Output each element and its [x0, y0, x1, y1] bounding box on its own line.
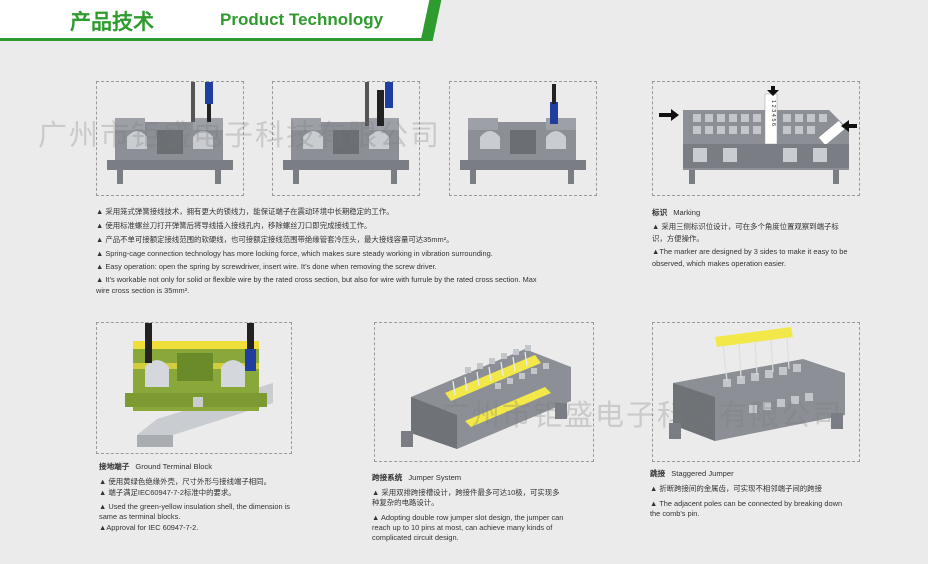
text-line: ▲ The adjacent poles can be connected by… [650, 499, 843, 508]
ground-caption: 接地端子 Ground Terminal Block [99, 461, 212, 472]
text-line: ▲ 采用双排跨接槽设计，跨接件最多可达10极，可实现多 [372, 488, 560, 497]
text-line: same as terminal blocks. [99, 512, 181, 521]
marking-description: ▲ 采用三侧标识位设计，可在多个角度位置观察到端子标 识，方便操作。 ▲The … [652, 222, 882, 269]
title-english: Product Technology [220, 10, 384, 29]
text-line: ▲ Spring-cage connection technology has … [96, 249, 493, 258]
marker-digits: 1 2 3 4 5 6 [770, 100, 776, 126]
text-line: ▲ Used the green-yellow insulation shell… [99, 502, 290, 511]
jumper-caption: 跨接系统 Jumper System [372, 472, 461, 483]
text-line: complicated circuit design. [372, 533, 459, 542]
caption-cn: 跳接 [650, 469, 666, 478]
jumper-system-image [374, 322, 594, 462]
caption-cn: 跨接系统 [372, 473, 403, 482]
text-line: 识，方便操作。 [652, 234, 704, 243]
text-line: ▲ Easy operation: open the spring by scr… [96, 262, 437, 271]
spring-cage-image-1 [96, 81, 244, 196]
caption-en: Ground Terminal Block [135, 462, 213, 471]
staggered-caption: 跳接 Staggered Jumper [650, 468, 734, 479]
spring-cage-image-3 [449, 81, 597, 196]
text-line: ▲ 产品不单可接额定接线范围的软硬线，也可接额定接线范围带绝缘管套冷压头，最大接… [96, 235, 454, 244]
text-line: ▲ 采用笼式弹簧接线技术，拥有更大的锁线力，能保证端子在震动环境中长期稳定的工作… [96, 207, 394, 216]
text-line: ▲ 采用三侧标识位设计，可在多个角度位置观察到端子标 [652, 222, 839, 231]
text-line: wire cross section is 35mm². [96, 286, 190, 295]
text-line: ▲ Adopting double row jumper slot design… [372, 513, 564, 522]
caption-cn: 接地端子 [99, 462, 130, 471]
text-line: ▲ 端子满足IEC60947-7-2标准中的要求。 [99, 488, 236, 497]
jumper-description: ▲ 采用双排跨接槽设计，跨接件最多可达10极，可实现多 种复杂的电路设计。 ▲ … [372, 488, 602, 543]
text-line: ▲ 折断跨接间的金属齿，可实现不相邻端子间的跨接 [650, 484, 822, 493]
caption-en: Marking [673, 208, 701, 217]
text-line: ▲ 使用黄绿色绝缘外壳，尺寸外形与接线端子相同。 [99, 477, 271, 486]
page-header: 产品技术 Product Technology [0, 0, 928, 41]
text-line: observed, which makes operation easier. [652, 259, 786, 268]
text-line: ▲The marker are designed by 3 sides to m… [652, 247, 848, 256]
text-line: ▲ 使用标准螺丝刀打开弹簧后将导线插入接线孔内，移除螺丝刀口即完成接线工作。 [96, 221, 372, 230]
caption-en: Jumper System [408, 473, 462, 482]
caption-en: Staggered Jumper [671, 469, 734, 478]
staggered-jumper-image [652, 322, 860, 462]
text-line: 种复杂的电路设计。 [372, 498, 439, 507]
text-line: the comb's pin. [650, 509, 700, 518]
header-underline [0, 38, 430, 41]
marking-caption: 标识 Marking [652, 207, 700, 218]
text-line: ▲ It’s workable not only for solid or fl… [96, 275, 537, 284]
spring-cage-image-2 [272, 81, 420, 196]
header-background [0, 0, 432, 38]
text-line: reach up to 10 pins at most, can achieve… [372, 523, 553, 532]
ground-description: ▲ 使用黄绿色绝缘外壳，尺寸外形与接线端子相同。 ▲ 端子满足IEC60947-… [99, 477, 339, 533]
title-chinese: 产品技术 [70, 10, 154, 34]
spring-cage-description: ▲ 采用笼式弹簧接线技术，拥有更大的锁线力，能保证端子在震动环境中长期稳定的工作… [96, 207, 616, 296]
text-line: ▲Approval for IEC 60947-7-2. [99, 523, 199, 532]
ground-terminal-image [96, 322, 292, 454]
staggered-description: ▲ 折断跨接间的金属齿，可实现不相邻端子间的跨接 ▲ The adjacent … [650, 484, 890, 519]
marking-image: 1 2 3 4 5 6 [652, 81, 860, 196]
caption-cn: 标识 [652, 208, 668, 217]
